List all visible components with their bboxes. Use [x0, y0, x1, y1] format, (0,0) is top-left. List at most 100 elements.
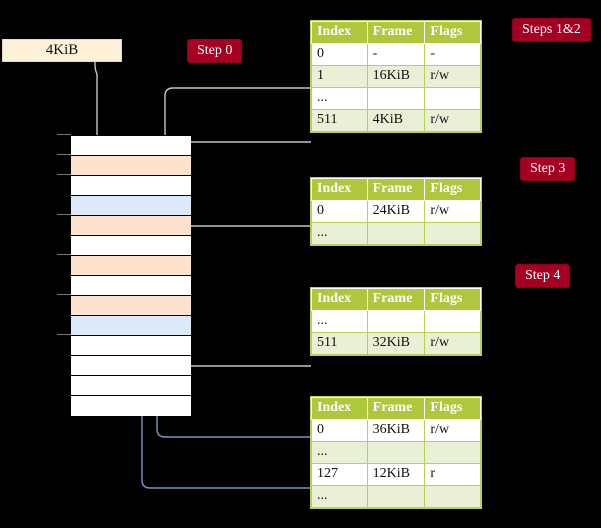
column-header-index: Index: [311, 397, 368, 420]
cell-index: 511: [311, 332, 368, 355]
cell-frame: [366, 485, 426, 508]
cell-flags: [424, 87, 481, 110]
source-frame-label: 4KiB: [45, 42, 79, 58]
cell-index: 0: [311, 200, 368, 223]
memory-frame-row: [71, 296, 191, 316]
cell-index: 127: [311, 463, 368, 486]
cell-flags: r/w: [424, 419, 481, 442]
memory-boundary-tick: [57, 254, 71, 255]
memory-frame-row: [71, 196, 191, 216]
cell-flags: [424, 485, 481, 508]
memory-boundary-tick: [57, 174, 71, 175]
table-row: 0--: [311, 43, 481, 66]
cell-index: 0: [311, 419, 368, 442]
cell-frame: 32KiB: [366, 332, 426, 355]
badge-step-3: Step 3: [521, 158, 575, 180]
cell-frame: -: [366, 43, 426, 66]
memory-frame-row: [71, 276, 191, 296]
cell-frame: 4KiB: [366, 109, 426, 132]
table-row: ...: [311, 485, 481, 508]
wire-table0-row1: [164, 87, 311, 148]
cell-index: ...: [311, 485, 368, 508]
cell-flags: -: [424, 43, 481, 66]
cell-flags: r/w: [424, 109, 481, 132]
cell-flags: [424, 310, 481, 333]
cell-index: 0: [311, 43, 368, 66]
cell-index: ...: [311, 441, 368, 464]
column-header-index: Index: [311, 21, 368, 44]
column-header-index: Index: [311, 178, 368, 201]
table-row: ...: [311, 222, 481, 245]
memory-boundary-tick: [57, 134, 71, 135]
source-frame-box: 4KiB: [2, 39, 122, 62]
column-header-flags: Flags: [424, 288, 481, 311]
cell-flags: r/w: [424, 65, 481, 88]
column-header-index: Index: [311, 288, 368, 311]
memory-boundary-tick: [57, 334, 71, 335]
cell-index: 1: [311, 65, 368, 88]
cell-frame: 24KiB: [366, 200, 426, 223]
memory-frame-row: [71, 136, 191, 156]
cell-frame: [366, 441, 426, 464]
memory-frame-row: [71, 376, 191, 396]
cell-flags: r: [424, 463, 481, 486]
column-header-frame: Frame: [366, 21, 426, 44]
cell-frame: [366, 310, 426, 333]
cell-index: ...: [311, 310, 368, 333]
column-header-frame: Frame: [366, 397, 426, 420]
cell-frame: 16KiB: [366, 65, 426, 88]
cell-frame: 12KiB: [366, 463, 426, 486]
column-header-flags: Flags: [424, 21, 481, 44]
memory-frame-row: [71, 316, 191, 336]
memory-frame-row: [71, 256, 191, 276]
cell-index: ...: [311, 87, 368, 110]
cell-flags: [424, 441, 481, 464]
badge-step-4: Step 4: [516, 265, 570, 287]
column-header-flags: Flags: [424, 397, 481, 420]
table-row: ...: [311, 310, 481, 333]
cell-frame: [366, 87, 426, 110]
column-header-frame: Frame: [366, 178, 426, 201]
memory-frame-row: [71, 396, 191, 416]
physical-memory-column: [70, 135, 191, 416]
wire-table3-row0: [156, 338, 311, 438]
cell-flags: [424, 222, 481, 245]
table-row: ...: [311, 87, 481, 110]
wire-table2-row511: [179, 328, 311, 367]
memory-boundary-tick: [57, 294, 71, 295]
wire-table3-row127: [141, 215, 311, 489]
column-header-flags: Flags: [424, 178, 481, 201]
badge-steps-1-2: Steps 1&2: [513, 19, 590, 41]
memory-frame-row: [71, 176, 191, 196]
memory-frame-row: [71, 236, 191, 256]
cell-index: ...: [311, 222, 368, 245]
cell-frame: [366, 222, 426, 245]
memory-boundary-tick: [57, 154, 71, 155]
memory-frame-row: [71, 216, 191, 236]
memory-frame-row: [71, 336, 191, 356]
wire-table1-row0: [179, 225, 311, 263]
cell-flags: r/w: [424, 332, 481, 355]
badge-step-0: Step 0: [188, 40, 242, 62]
memory-frame-row: [71, 156, 191, 176]
column-header-frame: Frame: [366, 288, 426, 311]
memory-frame-row: [71, 356, 191, 376]
cell-flags: r/w: [424, 200, 481, 223]
wire-4kib-to-memory: [94, 59, 98, 148]
cell-frame: 36KiB: [366, 419, 426, 442]
table-row: ...: [311, 441, 481, 464]
